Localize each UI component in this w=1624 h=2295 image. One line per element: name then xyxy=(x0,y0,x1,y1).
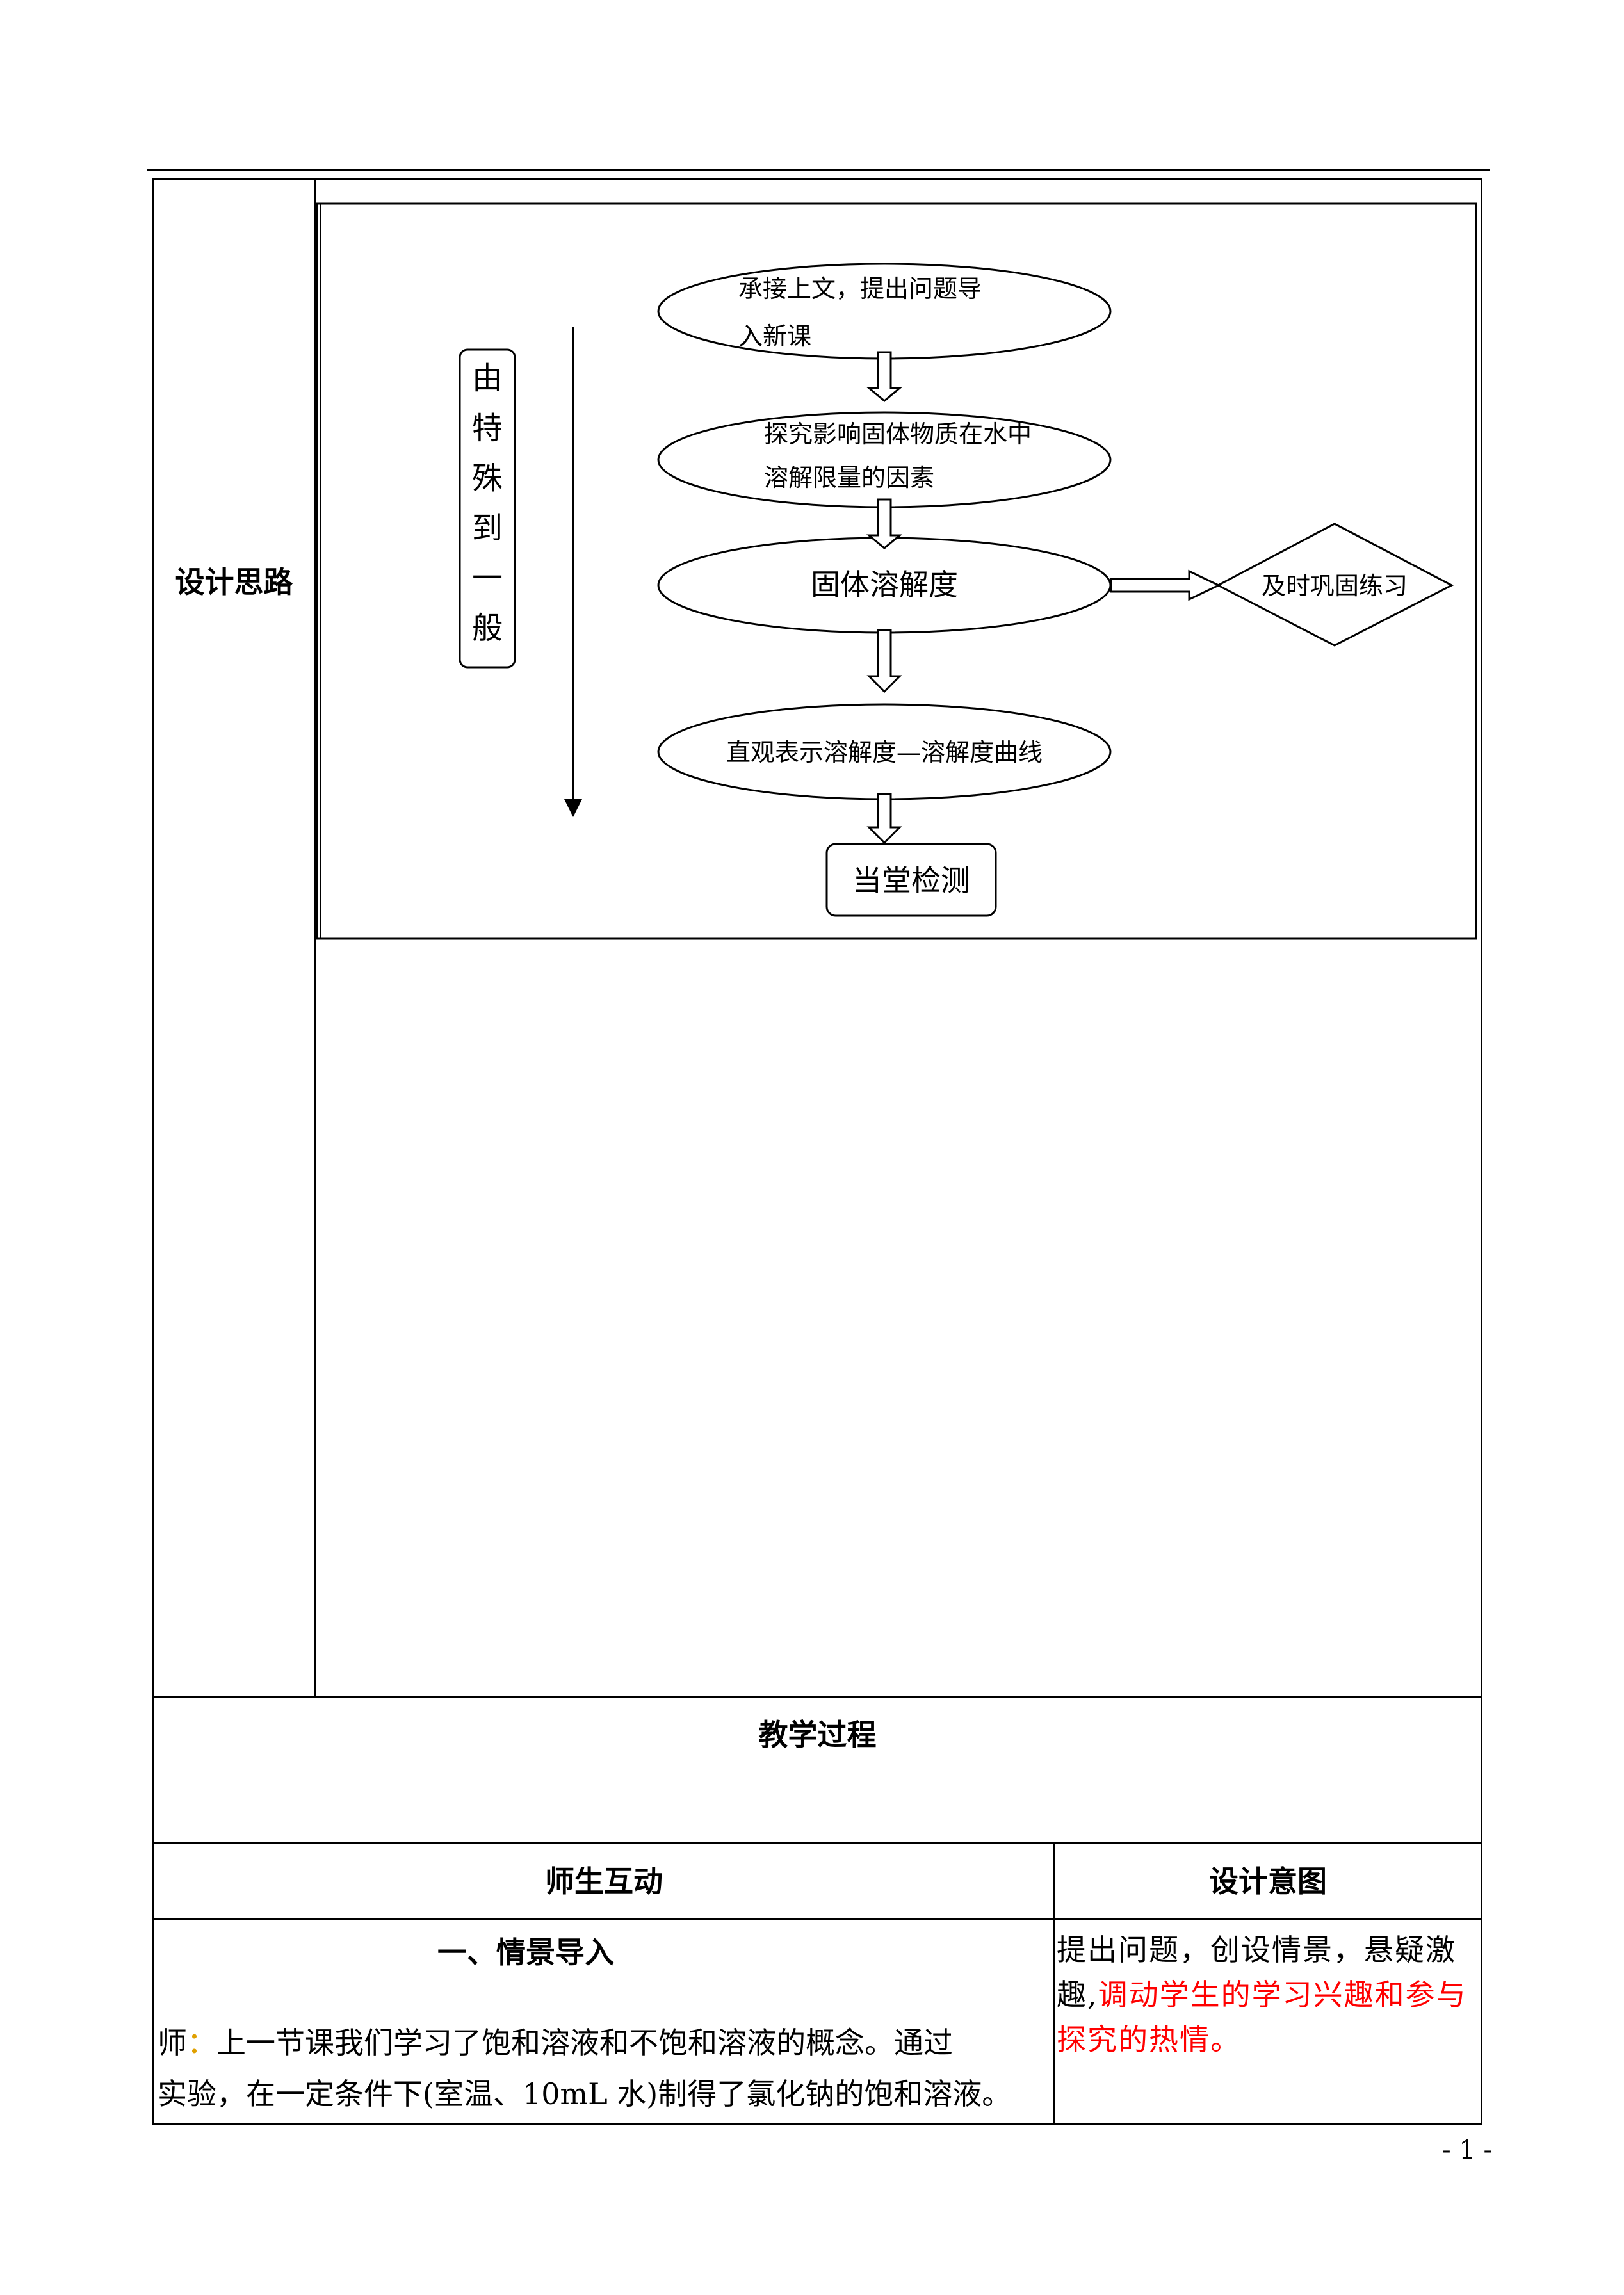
table-bottom-border xyxy=(152,2123,1482,2125)
teacher-prefix: 师 xyxy=(158,2025,187,2060)
teacher-dialogue: 师：上一节课我们学习了饱和溶液和不饱和溶液的概念。通过 实验，在一定条件下(室温… xyxy=(158,2017,1054,2120)
side-char: 由 xyxy=(471,361,503,396)
flow-step2-text: 探究影响固体物质在水中 溶解限量的因素 xyxy=(764,412,1110,499)
flow-arrow-right xyxy=(1110,569,1221,601)
table-right-border xyxy=(1481,178,1482,2125)
flow-arrow-3 xyxy=(866,629,902,693)
section-heading: 一、情景导入 xyxy=(437,1935,614,1970)
label-column-divider xyxy=(314,178,316,1698)
flow-step5-text: 当堂检测 xyxy=(852,863,970,898)
col-header-interaction: 师生互动 xyxy=(545,1864,663,1899)
table-left-border xyxy=(152,178,154,2125)
side-char: 到 xyxy=(471,510,503,546)
side-char: 般 xyxy=(471,610,503,646)
flow-step1-line1: 承接上文，提出问题导 xyxy=(738,275,982,303)
page-number: - 1 - xyxy=(1442,2136,1492,2165)
teacher-colon: ： xyxy=(187,2025,216,2060)
flow-step1-text: 承接上文，提出问题导 入新课 xyxy=(738,265,1071,360)
direction-arrow-head xyxy=(564,799,582,817)
flow-step2-line1: 探究影响固体物质在水中 xyxy=(764,420,1032,448)
intent-black: 提出问题，创设情景，悬疑激趣, xyxy=(1057,1933,1456,2012)
flow-step3-text: 固体溶解度 xyxy=(811,567,958,602)
teacher-text-1: 上一节课我们学习了饱和溶液和不饱和溶液的概念。通过 xyxy=(216,2025,953,2060)
row2-bottom-border xyxy=(152,1842,1482,1844)
design-thinking-label: 设计思路 xyxy=(175,565,293,599)
row1-bottom-border xyxy=(152,1696,1482,1698)
flow-arrow-1 xyxy=(866,351,903,402)
process-title: 教学过程 xyxy=(758,1717,877,1752)
teacher-line-1: 师：上一节课我们学习了饱和溶液和不饱和溶液的概念。通过 xyxy=(158,2017,1054,2068)
flowchart: 由 特 殊 到 一 般 承接上文，提出问题导 入新课 探究影响固体物质在水中 溶… xyxy=(316,201,1479,941)
side-char: 殊 xyxy=(471,460,503,496)
flowchart-frame xyxy=(316,202,1477,940)
side-box xyxy=(459,348,516,669)
table-top-border xyxy=(152,178,1482,180)
intent-column-divider xyxy=(1053,1842,1055,2125)
flow-arrow-2 xyxy=(866,498,903,549)
row3-bottom-border xyxy=(152,1918,1482,1920)
flow-step1-line2: 入新课 xyxy=(738,322,812,350)
side-char: 一 xyxy=(471,560,503,596)
side-box-text: 由 特 殊 到 一 般 xyxy=(460,353,515,653)
side-char: 特 xyxy=(471,410,503,446)
design-intent: 提出问题，创设情景，悬疑激趣,调动学生的学习兴趣和参与探究的热情。 xyxy=(1057,1927,1482,2062)
teacher-line-2: 实验，在一定条件下(室温、10mL 水)制得了氯化钠的饱和溶液。 xyxy=(158,2077,1012,2111)
flow-diamond xyxy=(1215,523,1454,647)
flow-step2-line2: 溶解限量的因素 xyxy=(764,464,935,492)
flow-step4-text: 直观表示溶解度—溶解度曲线 xyxy=(726,738,1043,766)
col-header-intent: 设计意图 xyxy=(1209,1864,1327,1899)
flow-branch-text: 及时巩固练习 xyxy=(1261,572,1408,600)
flowchart-graphics xyxy=(316,202,1477,940)
intent-red: 调动学生的学习兴趣和参与探究的热情。 xyxy=(1057,1977,1467,2057)
flow-arrow-4 xyxy=(866,793,902,845)
flow-final-box xyxy=(825,843,997,917)
header-rule xyxy=(147,169,1490,171)
